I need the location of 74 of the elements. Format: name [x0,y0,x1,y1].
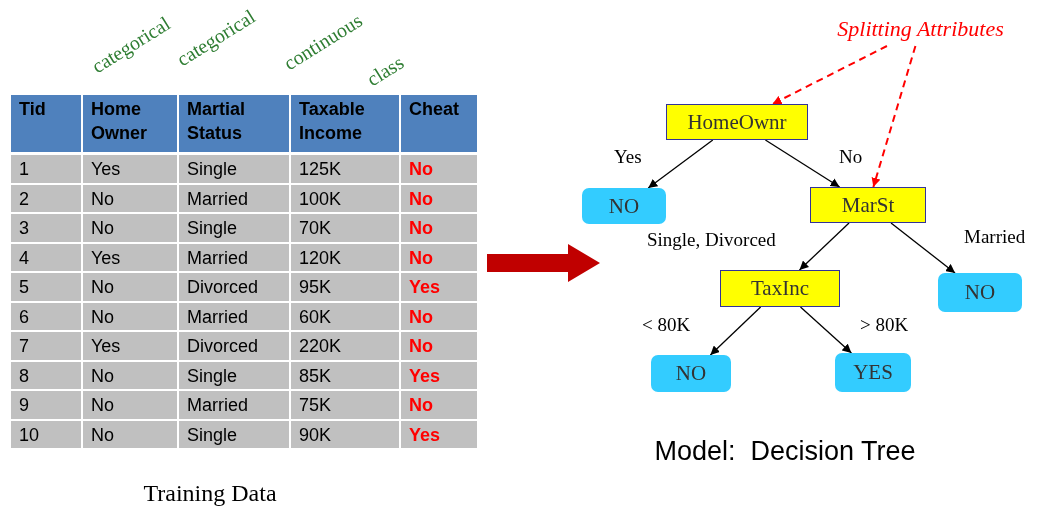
table-cell: No [401,184,477,212]
table-cell: 6 [11,302,81,330]
arrow [764,139,841,188]
leaf-box: NO [938,273,1022,312]
table-cell: No [401,243,477,271]
model-caption: Model: Decision Tree [654,436,916,467]
table-cell: Married [179,302,289,330]
table-cell: No [401,302,477,330]
table-cell: Married [179,184,289,212]
splitting-attributes-label: Splitting Attributes [808,12,1033,46]
table-cell: Yes [83,243,177,271]
table-cell: No [401,391,477,419]
table-cell: 95K [291,273,399,301]
table-cell: No [83,361,177,389]
table-cell: Married [179,391,289,419]
table-cell: No [83,214,177,242]
table-cell: 75K [291,391,399,419]
leaf-box: NO [582,188,666,224]
table-cell: No [401,155,477,183]
table-cell: Single [179,214,289,242]
table-cell: No [83,302,177,330]
table-cell: 3 [11,214,81,242]
table-cell: Yes [83,155,177,183]
header-cell: Martial Status [179,95,289,152]
table-cell: 5 [11,273,81,301]
table-cell: Single [179,155,289,183]
table-cell: 85K [291,361,399,389]
table-cell: No [83,391,177,419]
table-cell: 8 [11,361,81,389]
leaf-box: YES [835,353,911,392]
header-cell: Cheat [401,95,477,152]
training-data-caption: Training Data [143,480,277,507]
table-cell: Yes [83,332,177,360]
table-cell: 70K [291,214,399,242]
table-cell: 10 [11,420,81,448]
arrow [799,306,853,354]
table-cell: 7 [11,332,81,360]
column-type-label: class [362,50,408,91]
arrow [709,306,762,356]
table-cell: 90K [291,420,399,448]
table-cell: Divorced [179,332,289,360]
decision-box: MarSt [810,187,926,223]
table-cell: 9 [11,391,81,419]
arrow [647,139,714,189]
dashed-arrow [771,45,888,105]
table-cell: No [401,332,477,360]
table-cell: 220K [291,332,399,360]
decision-box: HomeOwnr [666,104,808,140]
table-cell: 120K [291,243,399,271]
arrow [890,222,956,274]
header-cell: Home Owner [83,95,177,152]
table-cell: No [83,273,177,301]
table-cell: No [401,214,477,242]
table-cell: 100K [291,184,399,212]
dashed-arrow [871,45,917,188]
decision-box: TaxInc [720,270,840,307]
table-cell: No [83,420,177,448]
table-cell: 2 [11,184,81,212]
table-cell: Yes [401,420,477,448]
header-cell: Tid [11,95,81,152]
table-cell: Yes [401,273,477,301]
table-cell: 60K [291,302,399,330]
table-cell: Single [179,420,289,448]
table-cell: Single [179,361,289,389]
table-cell: No [83,184,177,212]
leaf-box: NO [651,355,731,392]
table-cell: 1 [11,155,81,183]
table-cell: Married [179,243,289,271]
header-cell: Taxable Income [291,95,399,152]
table-cell: 4 [11,243,81,271]
table-cell: Yes [401,361,477,389]
table-cell: 125K [291,155,399,183]
table-cell: Divorced [179,273,289,301]
arrow [798,222,850,271]
